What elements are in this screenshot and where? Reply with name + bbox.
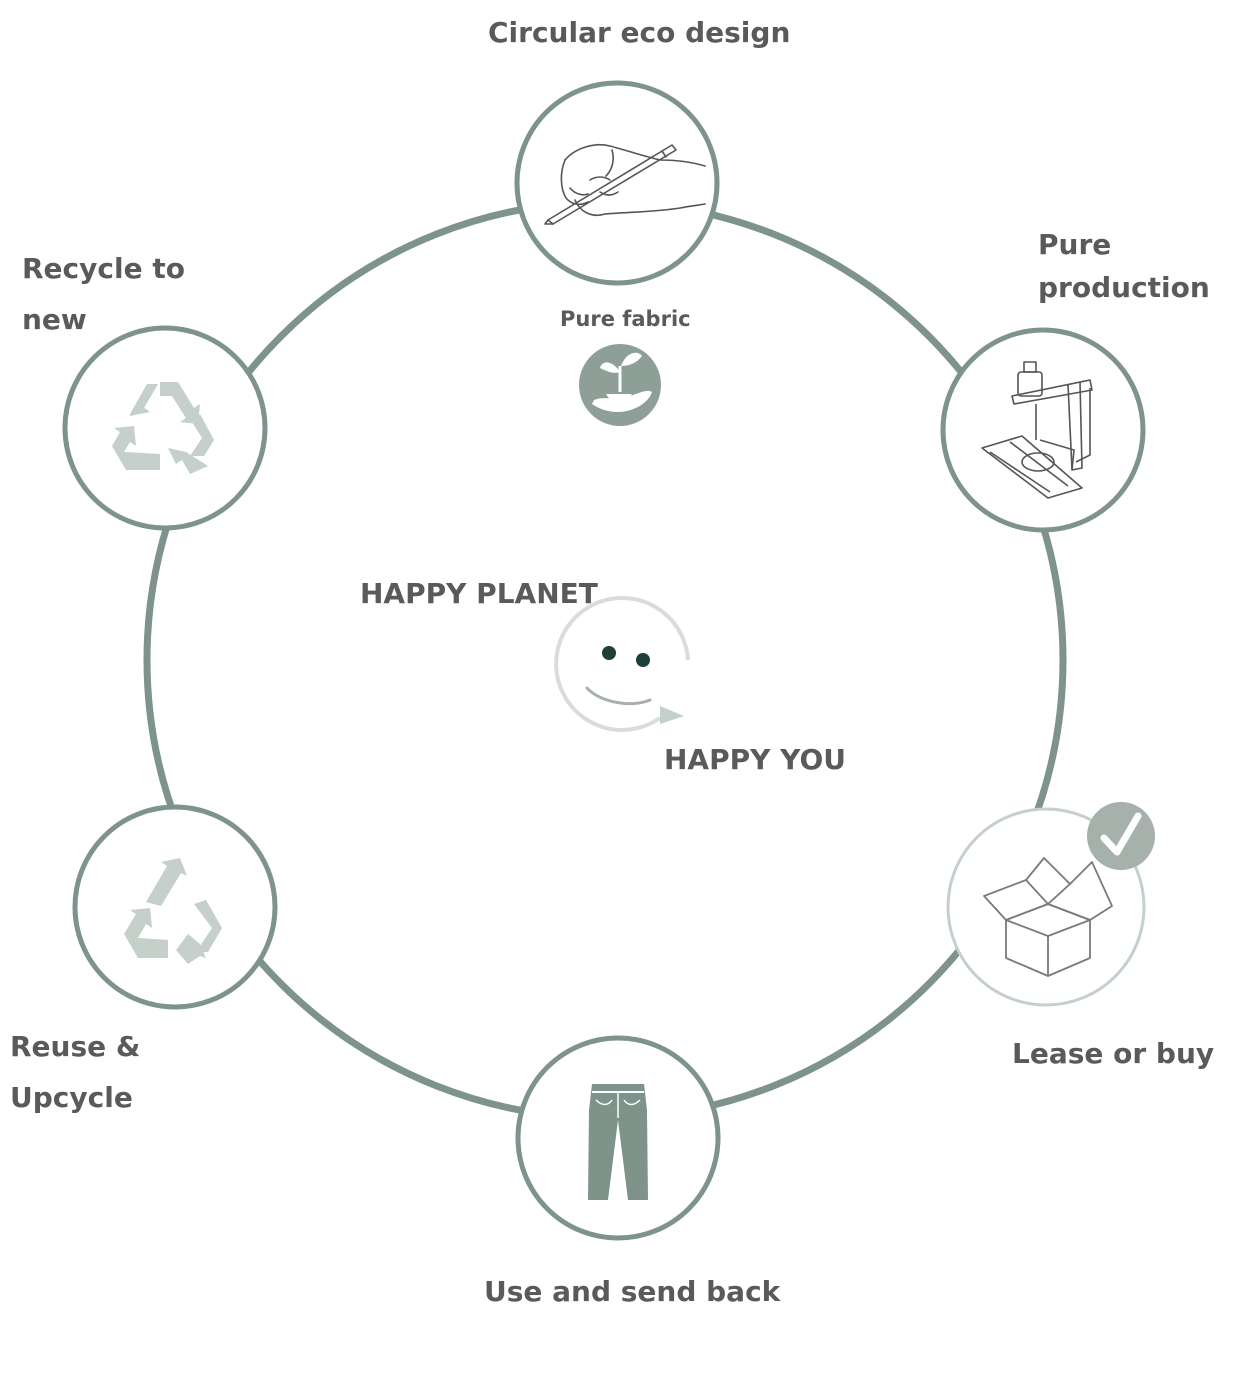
label-pure-production-line2: production — [1038, 271, 1210, 304]
sewing-machine-icon — [981, 361, 1093, 499]
plant-in-hand-icon — [579, 344, 661, 426]
label-reuse-upcycle-line2: Upcycle — [10, 1081, 133, 1114]
label-recycle-to-new-line1: Recycle to — [22, 252, 185, 285]
node-recycle-to-new — [62, 325, 268, 531]
node-use-and-send-back — [515, 1035, 721, 1241]
node-lease-or-buy — [946, 802, 1155, 1007]
cycle-ring — [143, 198, 1067, 1122]
checkmark-icon — [1087, 802, 1155, 870]
smiley-cycle-icon — [554, 595, 690, 732]
node-pure-production — [940, 327, 1146, 533]
recycle-icon — [124, 858, 222, 964]
label-happy-you: HAPPY YOU — [664, 743, 846, 776]
node-circular-eco-design — [514, 80, 720, 286]
box-icon — [983, 857, 1113, 977]
label-pure-production-line1: Pure — [1038, 228, 1112, 261]
label-recycle-to-new-line2: new — [22, 303, 87, 336]
label-happy-planet: HAPPY PLANET — [360, 577, 598, 610]
jeans-icon — [588, 1084, 648, 1200]
hand-drawing-icon — [544, 144, 706, 225]
node-reuse-upcycle — [72, 804, 278, 1010]
label-circular-eco-design: Circular eco design — [488, 16, 791, 49]
label-lease-or-buy: Lease or buy — [1012, 1037, 1215, 1070]
recycle-icon — [112, 382, 214, 474]
label-use-and-send-back: Use and send back — [484, 1275, 781, 1308]
label-pure-fabric: Pure fabric — [560, 307, 691, 331]
label-reuse-upcycle-line1: Reuse & — [10, 1030, 141, 1063]
